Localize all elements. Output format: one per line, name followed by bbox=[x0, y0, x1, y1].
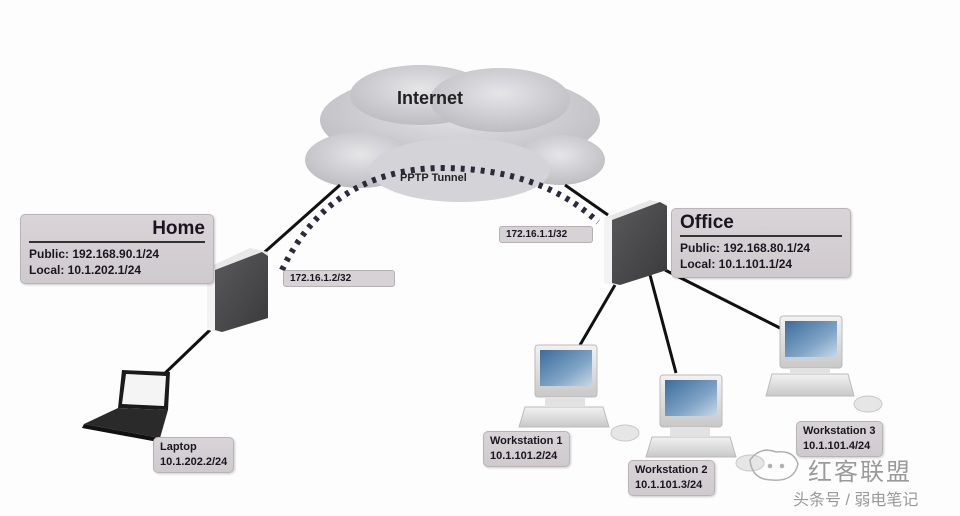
home-router-icon bbox=[207, 248, 268, 332]
workstation-1-name: Workstation 1 bbox=[490, 435, 563, 447]
workstation-3-label: Workstation 3 10.1.101.4/24 bbox=[796, 421, 883, 457]
office-tunnel-ip: 172.16.1.1/32 bbox=[499, 226, 593, 243]
office-public-ip: Public: 192.168.80.1/24 bbox=[680, 241, 811, 255]
link-office-ws3 bbox=[664, 268, 781, 330]
link-office-ws1 bbox=[578, 284, 617, 346]
watermark-logo-icon bbox=[749, 449, 799, 481]
workstation-1-label: Workstation 1 10.1.101.2/24 bbox=[483, 431, 570, 467]
workstation-2-name: Workstation 2 bbox=[635, 464, 708, 476]
laptop-ip: 10.1.202.2/24 bbox=[160, 456, 228, 468]
laptop-label: Laptop 10.1.202.2/24 bbox=[153, 437, 235, 473]
pptp-tunnel-label: PPTP Tunnel bbox=[400, 172, 467, 184]
link-home-laptop bbox=[158, 328, 212, 380]
watermark-subtitle: 头条号 / 弱电笔记 bbox=[793, 492, 919, 509]
link-office-ws2 bbox=[648, 274, 678, 374]
office-router-icon bbox=[604, 200, 667, 285]
internet-cloud bbox=[305, 65, 605, 202]
workstation-1-ip: 10.1.101.2/24 bbox=[490, 450, 558, 462]
workstation-2-label: Workstation 2 10.1.101.3/24 bbox=[628, 460, 715, 496]
home-local-ip: Local: 10.1.202.1/24 bbox=[29, 263, 142, 277]
home-public-ip: Public: 192.168.90.1/24 bbox=[29, 247, 160, 261]
link-home-internet bbox=[257, 183, 341, 260]
office-title: Office bbox=[680, 212, 842, 237]
internet-label: Internet bbox=[397, 88, 464, 108]
pptp-tunnel-path bbox=[279, 164, 601, 272]
laptop-name: Laptop bbox=[160, 441, 197, 453]
workstation-3-ip: 10.1.101.4/24 bbox=[803, 440, 871, 452]
workstation-1-icon bbox=[518, 344, 640, 442]
home-tunnel-ip: 172.16.1.2/32 bbox=[283, 270, 395, 287]
workstation-3-icon bbox=[765, 315, 883, 413]
laptop-icon bbox=[82, 370, 170, 442]
workstation-3-name: Workstation 3 bbox=[803, 425, 876, 437]
watermark-title: 红客联盟 bbox=[808, 459, 912, 486]
workstation-2-icon bbox=[645, 374, 765, 472]
office-info-box: Office Public: 192.168.80.1/24 Local: 10… bbox=[671, 208, 851, 278]
home-info-box: Home Public: 192.168.90.1/24 Local: 10.1… bbox=[20, 214, 214, 284]
workstation-2-ip: 10.1.101.3/24 bbox=[635, 479, 703, 491]
network-links bbox=[158, 183, 781, 380]
home-title: Home bbox=[29, 218, 205, 243]
office-local-ip: Local: 10.1.101.1/24 bbox=[680, 257, 793, 271]
link-office-internet bbox=[564, 183, 609, 217]
